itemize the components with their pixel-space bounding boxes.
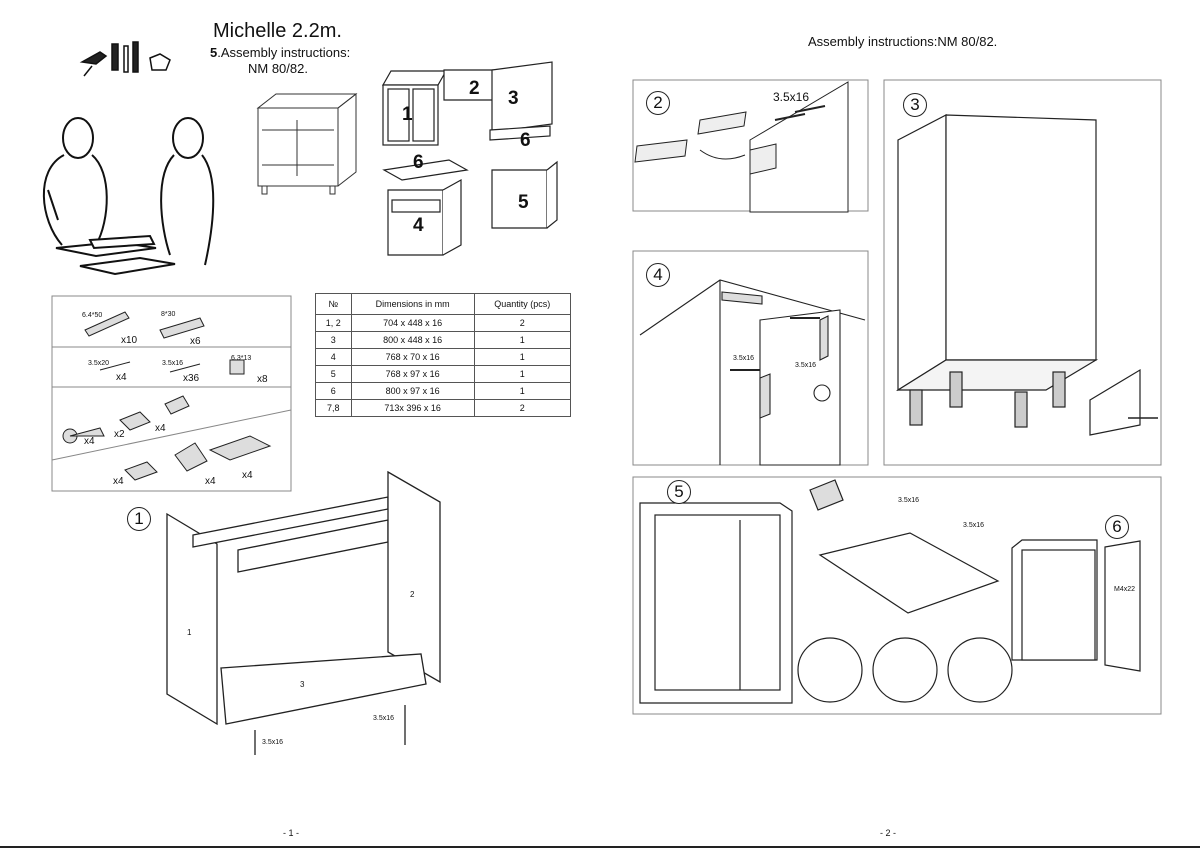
- step5-shelf-drawing: [639, 479, 1013, 704]
- table-header: №: [315, 293, 352, 315]
- step6-screw-label: M4x22: [1114, 586, 1136, 593]
- table-header-row: № Dimensions in mm Quantity (pcs): [315, 293, 572, 315]
- step4-screw-label-b: 3.5x16: [795, 362, 817, 369]
- step1-number: 1: [127, 507, 151, 531]
- cell: 1: [473, 331, 572, 349]
- overview-label-3: 3: [508, 88, 519, 109]
- step4-screw-label-a: 3.5x16: [733, 355, 755, 362]
- document-model: NM 80/82.: [248, 61, 308, 76]
- hw-size-2: 8*30: [161, 311, 176, 318]
- step5-screw-label-a: 3.5x16: [898, 497, 920, 504]
- tools-icon: [79, 41, 171, 77]
- hw-size-4: 3.5x16: [162, 360, 184, 367]
- hw-count-1: x10: [121, 335, 138, 346]
- step2-hinge-drawing: [634, 81, 849, 213]
- hw-count-8: x4: [155, 423, 166, 434]
- hw-count-9: x4: [113, 476, 124, 487]
- hw-count-2: x6: [190, 336, 201, 347]
- hw-count-7: x2: [114, 429, 125, 440]
- step1-screw-label: 3.5x16: [373, 715, 395, 722]
- step3-frame: [883, 79, 1162, 466]
- hw-count-11: x4: [242, 470, 253, 481]
- step2-number: 2: [646, 91, 670, 115]
- bottom-border: [0, 846, 1200, 848]
- hw-size-3: 3.5x20: [88, 360, 110, 367]
- cell: 7,8: [315, 399, 352, 417]
- step4-wall-mount-drawing: [639, 279, 866, 466]
- hardware-panel-frame: [51, 295, 292, 492]
- document-title: Michelle 2.2m.: [213, 20, 342, 42]
- step2-screw-label: 3.5x16: [773, 90, 810, 104]
- hw-size-5: 6.3*13: [231, 355, 252, 362]
- step1-carcass-drawing: [166, 470, 441, 755]
- hw-size-1: 6.4*50: [82, 312, 103, 319]
- right-page-title: Assembly instructions:NM 80/82.: [808, 34, 998, 49]
- step5-screw-label-b: 3.5x16: [963, 522, 985, 529]
- cell: 1: [473, 348, 572, 366]
- table-header: Dimensions in mm: [350, 293, 475, 315]
- cell: 3: [315, 331, 352, 349]
- page-number-left: - 1 -: [283, 828, 300, 838]
- step3-number: 3: [903, 93, 927, 117]
- hw-count-3: x4: [116, 372, 127, 383]
- step1-part-3: 3: [300, 680, 305, 689]
- cell: 1: [473, 365, 572, 383]
- overview-label-4: 4: [413, 215, 424, 236]
- overview-label-6b: 6: [520, 130, 531, 151]
- hw-count-4: x36: [183, 373, 200, 384]
- dimension-cabinet-drawing: [256, 92, 358, 195]
- cell: 800 x 97 x 16: [350, 382, 475, 400]
- step5-6-frame: [632, 476, 1162, 715]
- cell: 4: [315, 348, 352, 366]
- overview-label-1: 1: [402, 104, 413, 125]
- cell: 768 x 97 x 16: [350, 365, 475, 383]
- cell: 2: [473, 399, 572, 417]
- subtitle-text: Assembly instructions:: [220, 45, 351, 60]
- step3-cabinet-drawing: [895, 114, 1158, 436]
- step6-number: 6: [1105, 515, 1129, 539]
- step6-door-drawing: [1011, 539, 1141, 672]
- hardware-items-icons: [62, 311, 272, 481]
- step5-number: 5: [667, 480, 691, 504]
- step1-screw-label-2: 3.5x16: [262, 739, 284, 746]
- cell: 2: [473, 314, 572, 332]
- overview-label-2: 2: [469, 78, 480, 99]
- cell: 1: [473, 382, 572, 400]
- overview-label-6a: 6: [413, 152, 424, 173]
- step1-part-1: 1: [187, 628, 192, 637]
- people-illustration-icon: [42, 117, 215, 276]
- cell: 768 x 70 x 16: [350, 348, 475, 366]
- cell: 704 x 448 x 16: [350, 314, 475, 332]
- cell: 5: [315, 365, 352, 383]
- hw-count-5: x8: [257, 374, 268, 385]
- step4-number: 4: [646, 263, 670, 287]
- hw-count-10: x4: [205, 476, 216, 487]
- hw-count-6: x4: [84, 436, 95, 447]
- step1-part-2: 2: [410, 590, 415, 599]
- page-number-right: - 2 -: [880, 828, 897, 838]
- cell: 6: [315, 382, 352, 400]
- subtitle-number: 5: [210, 45, 218, 60]
- step4-frame: [632, 250, 869, 466]
- cell: 800 x 448 x 16: [350, 331, 475, 349]
- kitchen-overview-drawing: [381, 61, 558, 256]
- document-subtitle: 5.Assembly instructions:: [210, 45, 351, 60]
- cell: 1, 2: [315, 314, 352, 332]
- table-header: Quantity (pcs): [473, 293, 572, 315]
- cell: 713x 396 x 16: [350, 399, 475, 417]
- overview-label-5: 5: [518, 192, 529, 213]
